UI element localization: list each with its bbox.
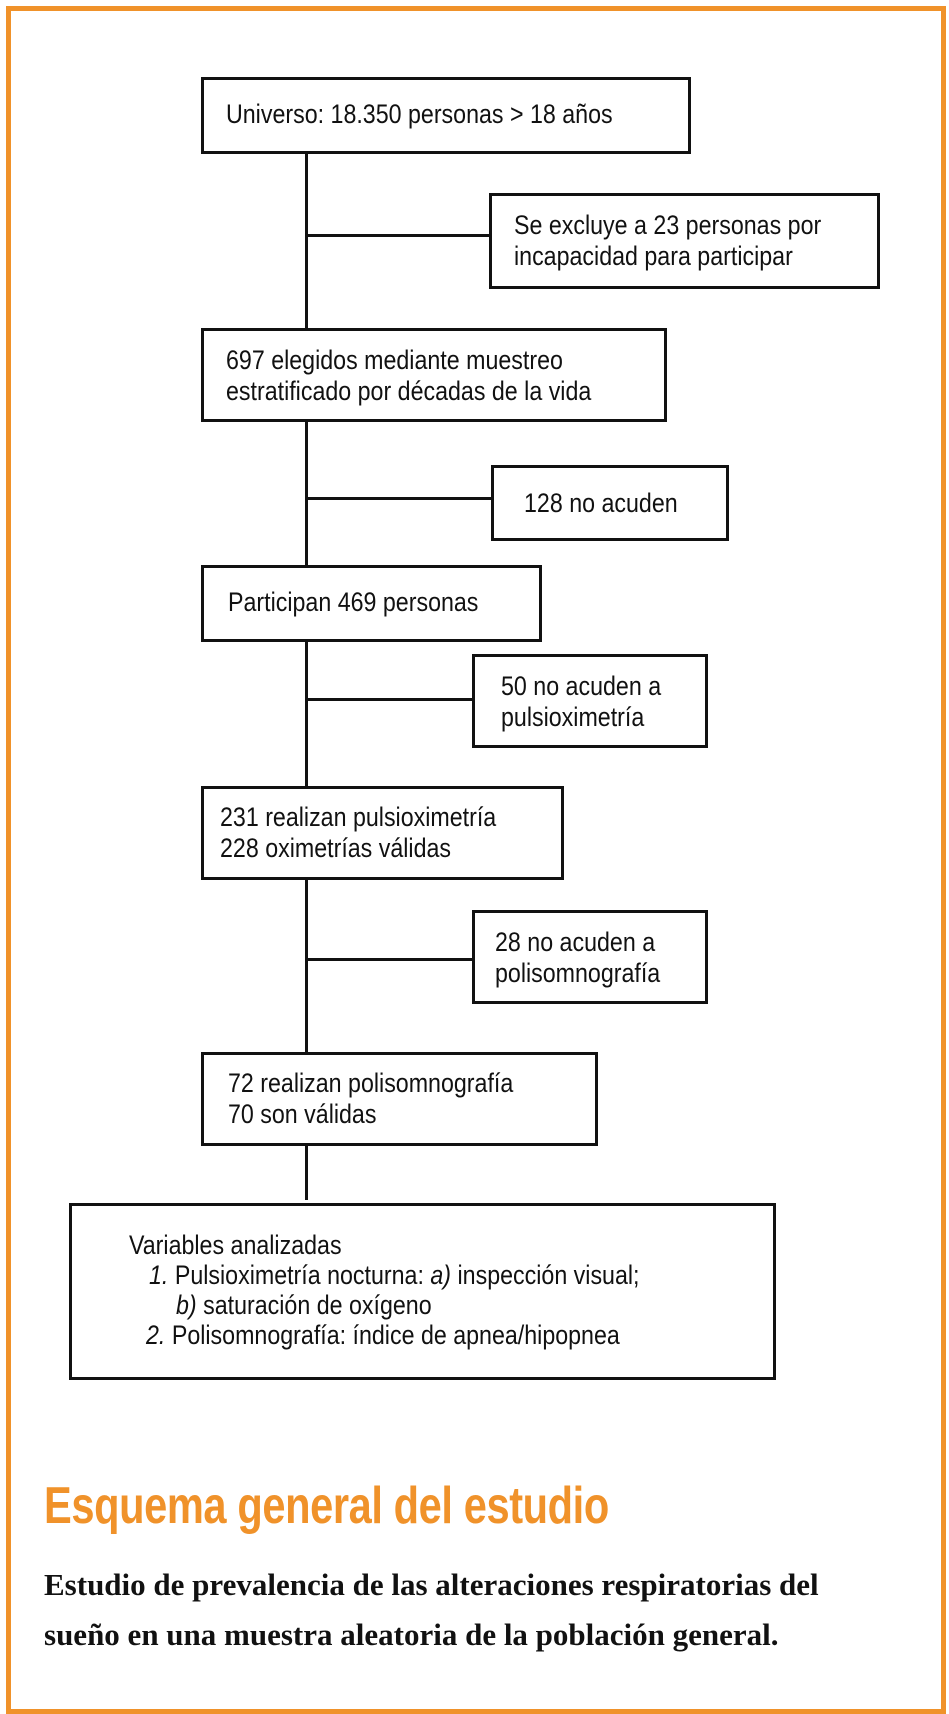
- psg-done-box: 72 realizan polisomnografía 70 son válid…: [201, 1052, 598, 1146]
- figure-frame: [6, 6, 946, 1714]
- pulse-done-line-1: 231 realizan pulsioximetría: [220, 802, 497, 832]
- item-1-text: Pulsioximetría nocturna:: [174, 1260, 424, 1290]
- chosen-line-1: 697 elegidos mediante muestreo: [226, 345, 563, 375]
- caption-title: Esquema general del estudio: [44, 1477, 609, 1535]
- connector-spine-4: [305, 880, 308, 1055]
- chosen-line-2: estratificado por décadas de la vida: [226, 376, 592, 406]
- excluded-box: Se excluye a 23 personas por incapacidad…: [489, 193, 880, 289]
- item-1-number: 1.: [149, 1260, 169, 1290]
- no-pulse-line-1: 50 no acuden a: [501, 671, 662, 701]
- no-show-box: 128 no acuden: [491, 465, 729, 541]
- item-2-number: 2.: [146, 1320, 166, 1350]
- item-2-text: Polisomnografía: índice de apnea/hipopne…: [171, 1320, 620, 1350]
- no-psg-line-2: polisomnografía: [495, 958, 661, 988]
- participants-box: Participan 469 personas: [201, 565, 542, 642]
- variables-item-1b: b) saturación de oxígeno: [176, 1290, 432, 1321]
- no-psg-box: 28 no acuden a polisomnografía: [472, 910, 708, 1004]
- variables-item-1: 1. Pulsioximetría nocturna: a) inspecció…: [149, 1260, 640, 1291]
- no-pulse-box: 50 no acuden a pulsioximetría: [472, 654, 708, 748]
- psg-done-line-2: 70 son válidas: [228, 1099, 377, 1129]
- variables-item-2: 2. Polisomnografía: índice de apnea/hipo…: [146, 1320, 620, 1351]
- connector-no-psg: [305, 958, 475, 961]
- item-1-a-marker: a): [430, 1260, 452, 1290]
- excluded-line-2: incapacidad para participar: [514, 241, 793, 271]
- pulse-done-box: 231 realizan pulsioximetría 228 oximetrí…: [201, 786, 564, 880]
- caption-line-2: sueño en una muestra aleatoria de la pob…: [44, 1617, 779, 1652]
- caption-description: Estudio de prevalencia de las alteracion…: [44, 1560, 924, 1660]
- variables-heading: Variables analizadas: [129, 1230, 342, 1260]
- item-1-a-text: inspección visual;: [457, 1260, 640, 1290]
- connector-spine-2: [305, 420, 308, 568]
- caption-line-1: Estudio de prevalencia de las alteracion…: [44, 1567, 819, 1602]
- item-1-b-text: saturación de oxígeno: [203, 1290, 432, 1320]
- chosen-box: 697 elegidos mediante muestreo estratifi…: [201, 328, 667, 422]
- variables-box: Variables analizadas 1. Pulsioximetría n…: [69, 1203, 776, 1380]
- participants-text: Participan 469 personas: [228, 587, 479, 617]
- connector-excluded: [305, 234, 491, 237]
- no-psg-line-1: 28 no acuden a: [495, 927, 656, 957]
- excluded-line-1: Se excluye a 23 personas por: [514, 210, 822, 240]
- connector-spine-5: [305, 1146, 308, 1200]
- no-show-text: 128 no acuden: [524, 488, 678, 518]
- universe-box: Universo: 18.350 personas > 18 años: [201, 77, 691, 154]
- item-1-b-marker: b): [176, 1290, 197, 1320]
- connector-spine-3: [305, 641, 308, 789]
- psg-done-line-1: 72 realizan polisomnografía: [228, 1068, 514, 1098]
- universe-text: Universo: 18.350 personas > 18 años: [226, 99, 613, 129]
- no-pulse-line-2: pulsioximetría: [501, 702, 645, 732]
- connector-spine-1: [305, 152, 308, 330]
- connector-no-show: [305, 497, 495, 500]
- pulse-done-line-2: 228 oximetrías válidas: [220, 833, 452, 863]
- connector-no-pulse: [305, 698, 475, 701]
